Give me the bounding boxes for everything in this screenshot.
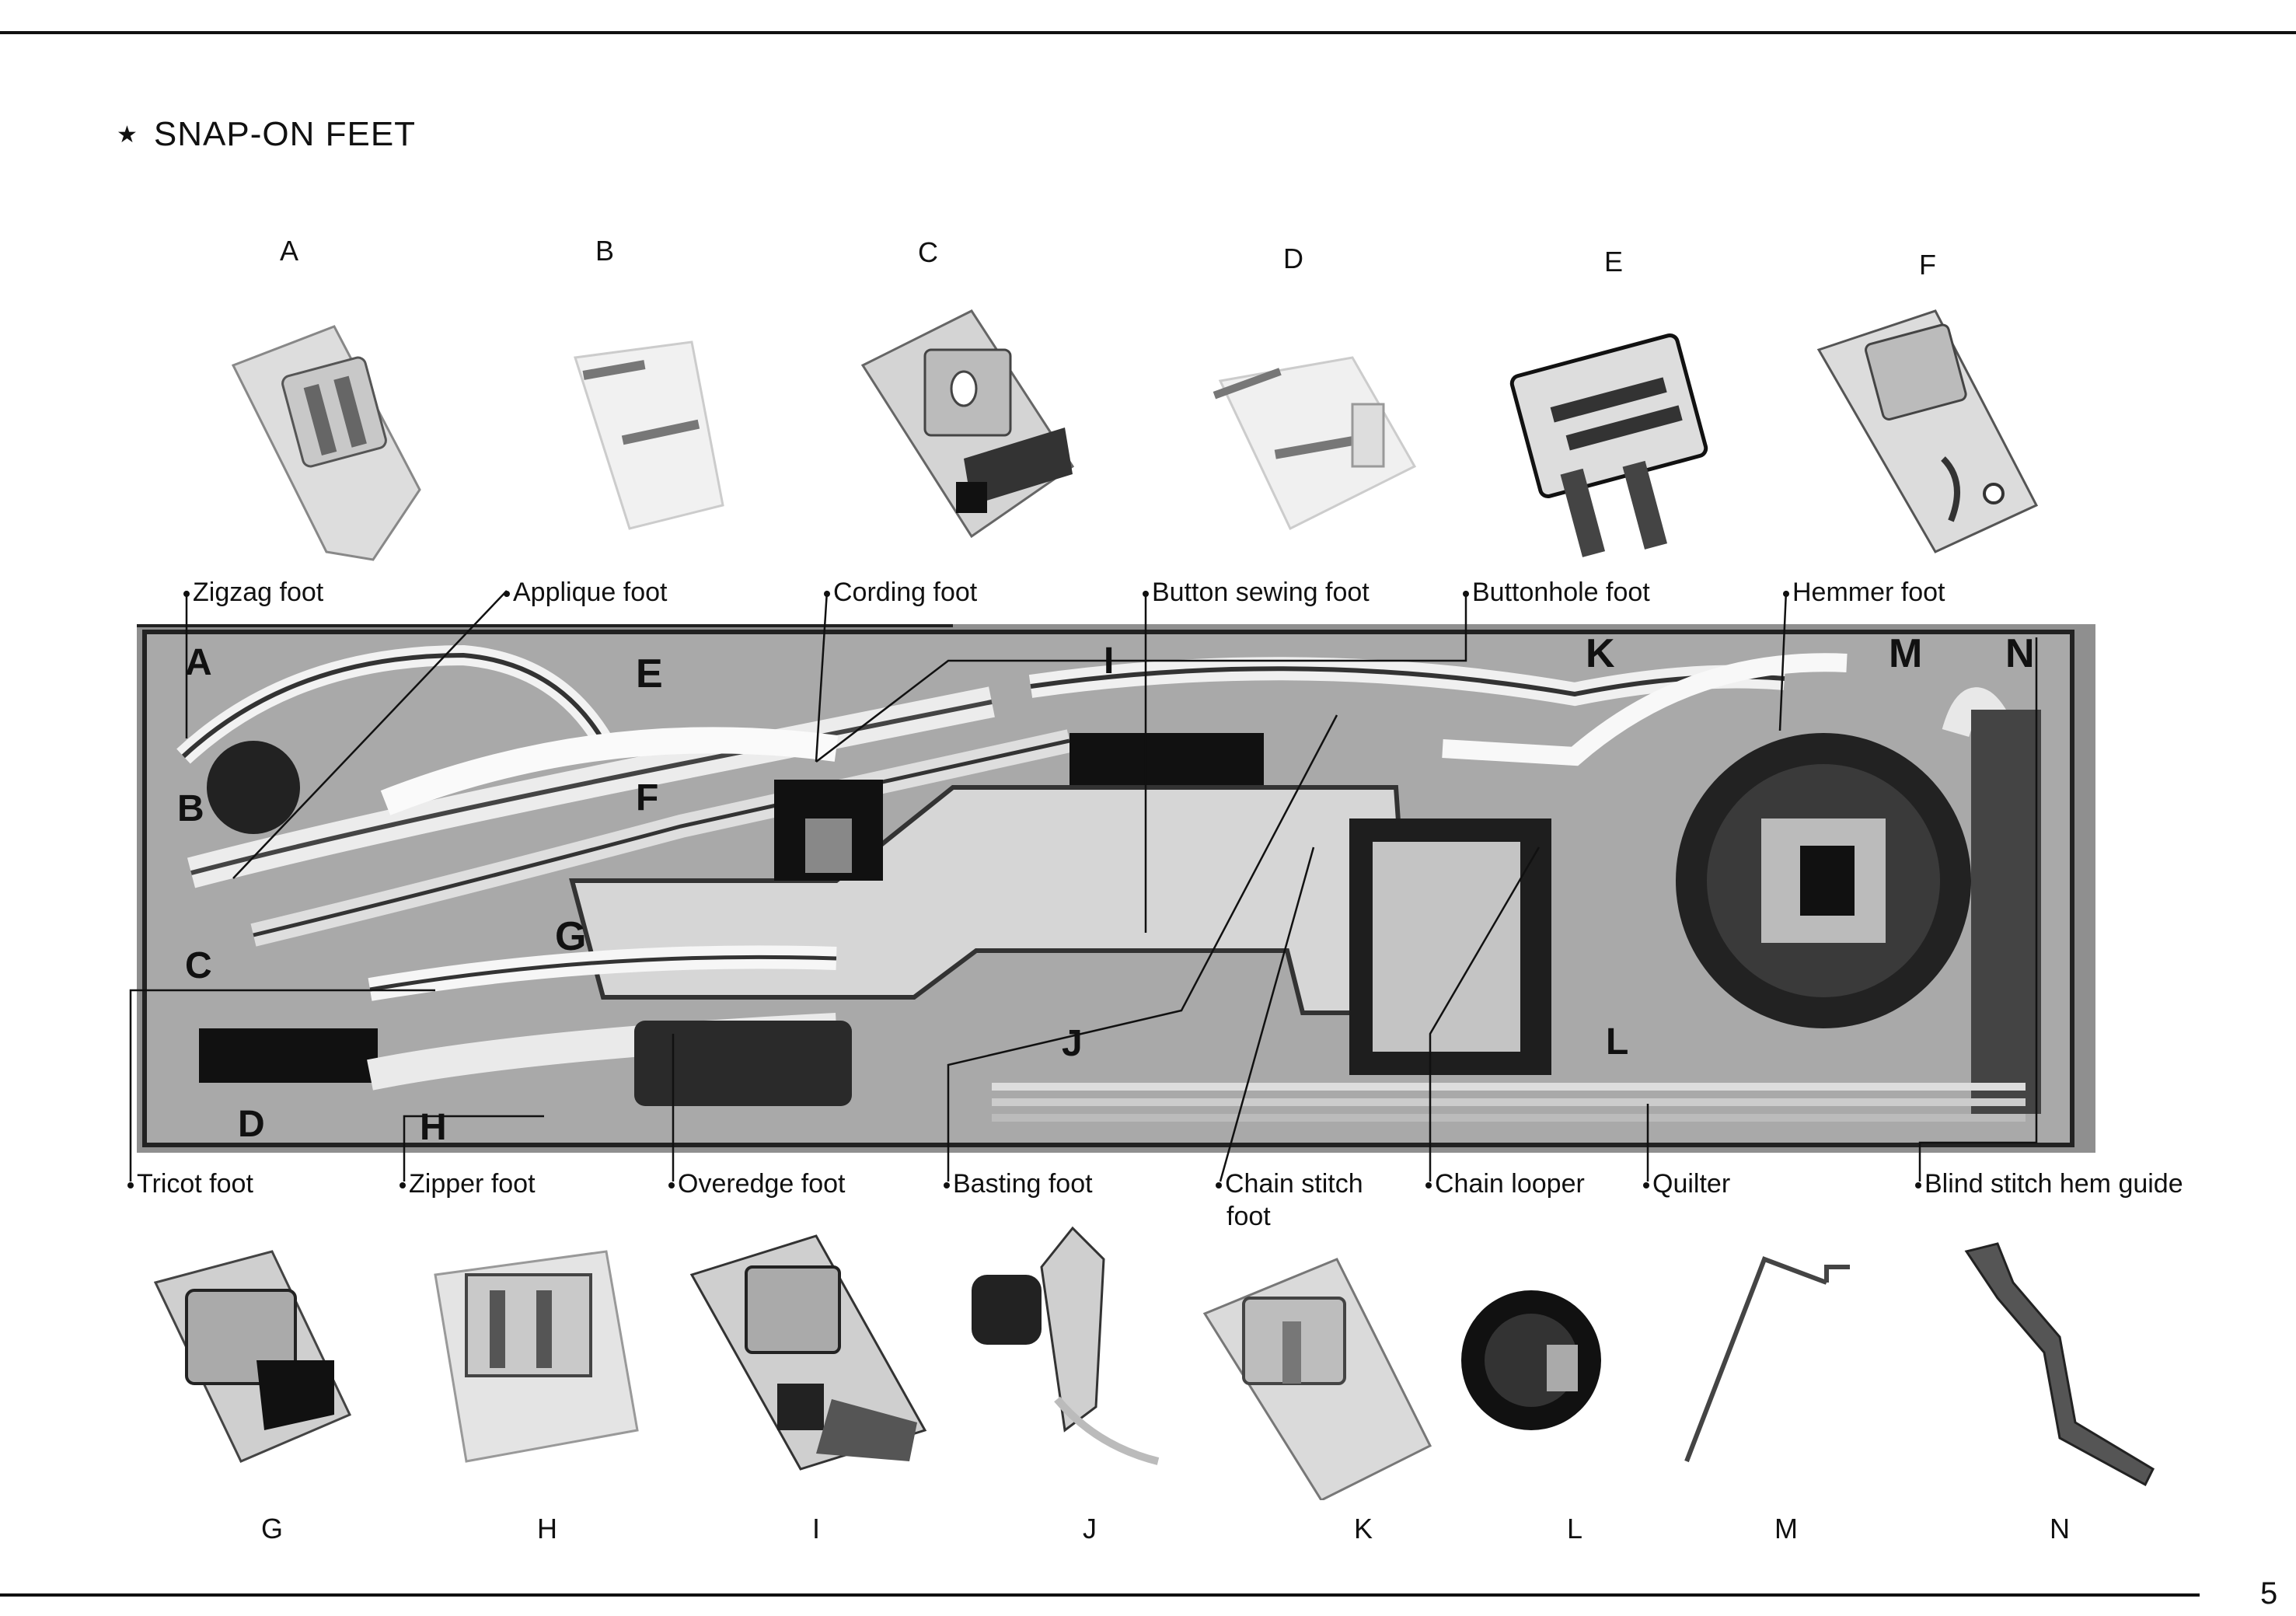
tray-letter-j: J bbox=[1062, 1023, 1083, 1064]
letter-l: L bbox=[1566, 1513, 1583, 1544]
tray-letter-k: K bbox=[1586, 631, 1615, 676]
tray-letter-b: B bbox=[177, 788, 204, 829]
tray-letter-n: N bbox=[2005, 631, 2035, 676]
page-number: 5 bbox=[2260, 1576, 2278, 1611]
top-rule bbox=[0, 31, 2296, 34]
buttonhole-foot-image bbox=[1509, 333, 1708, 557]
tray-letter-c: C bbox=[185, 945, 212, 986]
letter-e: E bbox=[1603, 246, 1624, 277]
tray-letter-d: D bbox=[238, 1104, 265, 1145]
overedge-foot-image bbox=[689, 1234, 927, 1471]
letter-b: B bbox=[595, 235, 615, 267]
blind-stitch-hem-guide-image bbox=[1964, 1242, 2155, 1487]
hemmer-foot-image bbox=[1816, 309, 2039, 553]
label-overedge-foot: Overedge foot bbox=[668, 1167, 845, 1200]
label-blind-stitch-hem-guide: Blind stitch hem guide bbox=[1915, 1167, 2183, 1200]
tray-letter-h: H bbox=[420, 1107, 447, 1148]
letter-h: H bbox=[537, 1513, 557, 1544]
tricot-foot-image bbox=[153, 1250, 352, 1463]
letter-g: G bbox=[260, 1513, 284, 1544]
label-basting-foot: Basting foot bbox=[944, 1167, 1093, 1200]
cording-foot-image bbox=[860, 309, 1075, 539]
letter-a: A bbox=[279, 235, 299, 267]
letter-j: J bbox=[1083, 1513, 1097, 1544]
label-tricot-foot: Tricot foot bbox=[127, 1167, 253, 1200]
tray-letter-a: A bbox=[185, 642, 212, 683]
label-quilter: Quilter bbox=[1643, 1167, 1730, 1200]
accessory-tray-image bbox=[137, 624, 2095, 1153]
basting-foot-image bbox=[972, 1226, 1160, 1465]
quilter-image bbox=[1684, 1256, 1850, 1463]
label-applique-foot: Applique foot bbox=[504, 576, 668, 609]
label-chain-looper: Chain looper bbox=[1425, 1167, 1585, 1200]
label-hemmer-foot: Hemmer foot bbox=[1783, 576, 1945, 609]
section-heading: ★ SNAP-ON FEET bbox=[117, 115, 416, 154]
tray-letter-e: E bbox=[636, 651, 663, 696]
letter-n: N bbox=[2050, 1513, 2070, 1544]
letter-m: M bbox=[1774, 1513, 1798, 1544]
letter-f: F bbox=[1919, 249, 1936, 281]
letter-c: C bbox=[918, 236, 938, 268]
applique-foot-image bbox=[574, 340, 724, 530]
star-icon: ★ bbox=[117, 122, 138, 148]
label-zipper-foot: Zipper foot bbox=[400, 1167, 536, 1200]
tray-letter-m: M bbox=[1889, 631, 1923, 676]
letter-i: I bbox=[811, 1513, 821, 1544]
tray-letter-l: L bbox=[1606, 1021, 1629, 1063]
chain-looper-image bbox=[1461, 1290, 1601, 1430]
label-buttonhole-foot: Buttonhole foot bbox=[1463, 576, 1650, 609]
section-title: SNAP-ON FEET bbox=[153, 115, 417, 153]
button-sewing-foot-image bbox=[1213, 356, 1417, 531]
tray-letter-g: G bbox=[555, 914, 587, 959]
label-cording-foot: Cording foot bbox=[824, 576, 977, 609]
label-zigzag-foot: Zigzag foot bbox=[183, 576, 323, 609]
zigzag-foot-image bbox=[231, 325, 421, 561]
label-button-sewing-foot: Button sewing foot bbox=[1143, 576, 1370, 609]
letter-k: K bbox=[1353, 1513, 1373, 1544]
bottom-rule bbox=[0, 1593, 2200, 1597]
letter-d: D bbox=[1283, 243, 1303, 274]
zipper-foot-image bbox=[434, 1250, 639, 1463]
tray-letter-f: F bbox=[636, 777, 659, 818]
chain-stitch-foot-image bbox=[1202, 1258, 1432, 1500]
